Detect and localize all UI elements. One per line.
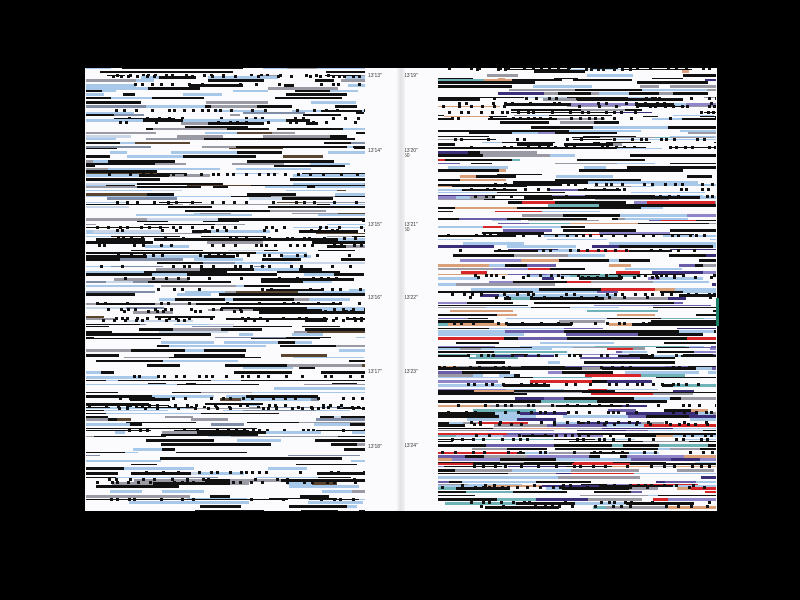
timestamp-label: 13'18" <box>368 444 382 450</box>
timestamp-label: 13'14" <box>368 148 382 154</box>
timestamp-label: 13'22" <box>404 295 418 301</box>
timestamp-label: 13'15" <box>368 222 382 228</box>
open-book-spread: 13'13" 13'14" 13'15" 13'16" 13'17" 13'18… <box>85 68 719 511</box>
page-edge-tab <box>716 298 719 326</box>
right-page: 13'19" 13'20"50 13'21"50 13'22" 13'23" 1… <box>401 68 719 511</box>
timestamp-label: 13'23" <box>404 369 418 375</box>
timestamp-label: 13'21"50 <box>404 222 418 233</box>
timestamp-label: 13'13" <box>368 73 382 79</box>
glitch-stripes <box>438 68 716 509</box>
timestamp-label: 13'16" <box>368 295 382 301</box>
timestamp-label: 13'17" <box>368 369 382 375</box>
right-glitch-artwork <box>438 68 716 511</box>
glitch-stripes <box>86 68 365 511</box>
left-page: 13'13" 13'14" 13'15" 13'16" 13'17" 13'18… <box>85 68 401 511</box>
left-timestamp-margin: 13'13" 13'14" 13'15" 13'16" 13'17" 13'18… <box>365 68 401 511</box>
right-timestamp-margin: 13'19" 13'20"50 13'21"50 13'22" 13'23" 1… <box>401 68 438 511</box>
timestamp-label: 13'20"50 <box>404 148 418 159</box>
timestamp-label: 13'19" <box>404 73 418 79</box>
left-glitch-artwork <box>86 68 365 511</box>
timestamp-label: 13'24" <box>404 443 418 449</box>
book-gutter <box>397 68 405 511</box>
